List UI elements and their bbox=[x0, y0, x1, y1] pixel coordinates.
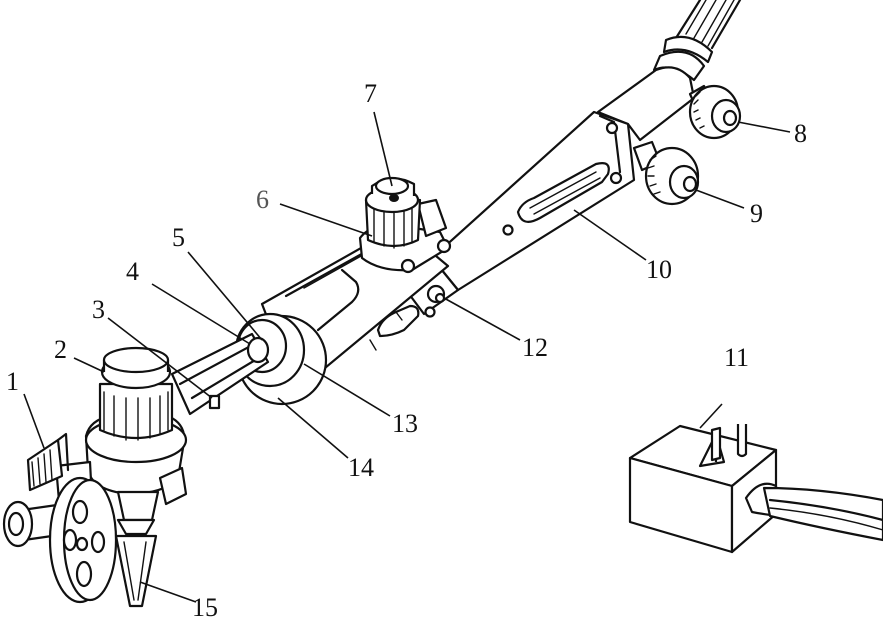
fuel-valve-knob[interactable] bbox=[632, 140, 700, 206]
label-4: 4 bbox=[126, 257, 139, 286]
label-8: 8 bbox=[794, 119, 807, 148]
label-13: 13 bbox=[392, 409, 418, 438]
label-1: 1 bbox=[6, 367, 19, 396]
leader-lines bbox=[23, 111, 791, 603]
torch-head bbox=[84, 346, 188, 522]
label-6: 6 bbox=[256, 185, 269, 214]
label-7: 7 bbox=[364, 79, 377, 108]
guide-wheel-assembly bbox=[2, 432, 118, 604]
cutting-nozzle bbox=[114, 518, 158, 608]
label-11: 11 bbox=[724, 343, 749, 372]
handle-grip-slot bbox=[516, 162, 610, 223]
label-5: 5 bbox=[172, 223, 185, 252]
top-control-valve[interactable] bbox=[358, 176, 452, 274]
label-12: 12 bbox=[522, 333, 548, 362]
oxygen-valve-knob[interactable] bbox=[688, 84, 742, 140]
label-2: 2 bbox=[54, 335, 67, 364]
label-10: 10 bbox=[646, 255, 672, 284]
label-3: 3 bbox=[92, 295, 105, 324]
part-labels: 1 2 3 4 5 6 7 8 9 10 11 12 13 14 15 bbox=[6, 79, 807, 620]
locking-screw[interactable] bbox=[426, 284, 446, 304]
label-15: 15 bbox=[192, 593, 218, 620]
label-9: 9 bbox=[750, 199, 763, 228]
gas-hose bbox=[652, 0, 742, 82]
label-14: 14 bbox=[348, 453, 374, 482]
power-adapter bbox=[628, 424, 883, 554]
